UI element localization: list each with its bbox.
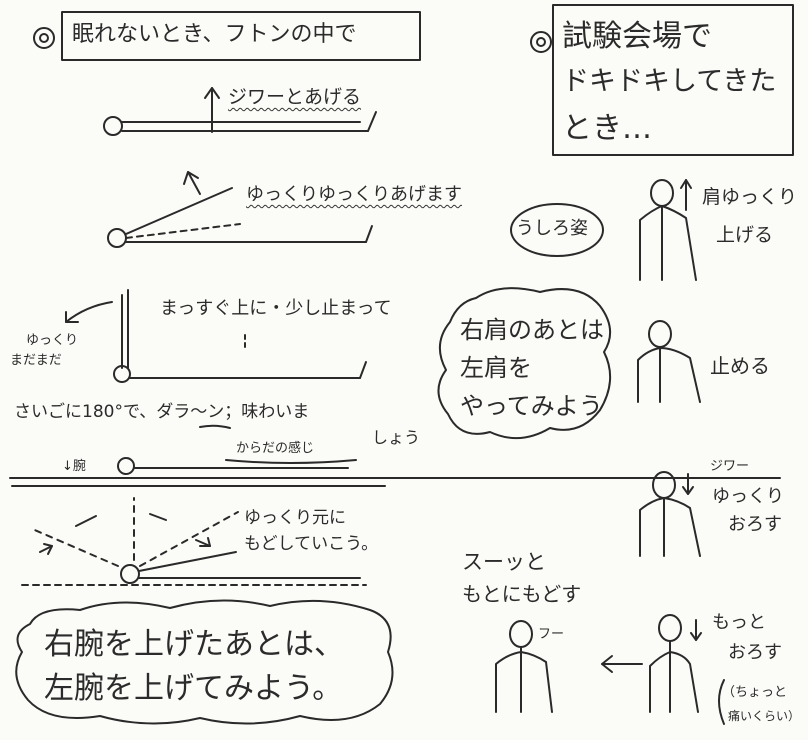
right-title-line-3: とき… bbox=[562, 111, 652, 146]
back-view-bubble bbox=[510, 203, 604, 257]
back-view-label: うしろ姿 bbox=[516, 218, 588, 239]
fig2-label: 止める bbox=[710, 354, 770, 378]
fig1-label-2: 上げる bbox=[716, 224, 774, 246]
step3-label: まっすぐ上に・少し止まって bbox=[160, 298, 392, 319]
arm-diagram-2 bbox=[107, 171, 373, 248]
step4-label: さいごに180°で、ダラ〜ン；味わいま bbox=[14, 402, 310, 422]
stick-figure-5 bbox=[649, 614, 702, 713]
step2-label: ゆっくりゆっくりあげます bbox=[246, 184, 462, 205]
arm-diagram-1 bbox=[103, 87, 377, 136]
step5-label-2: もどしていこう。 bbox=[244, 534, 379, 554]
right-cloud-line-1: 右肩のあとは bbox=[460, 316, 604, 344]
right-title-line-2: ドキドキしてきた bbox=[562, 66, 777, 97]
left-cloud-line-1: 右腕を上げたあとは、 bbox=[44, 627, 344, 662]
fig3-label-1: ジワー bbox=[710, 459, 750, 474]
stick-figure-3 bbox=[639, 471, 701, 557]
fig4-label-1: スーッと bbox=[462, 550, 546, 574]
fig4-label-2: もとにもどす bbox=[462, 582, 582, 606]
right-cloud-line-3: やってみよう bbox=[460, 392, 603, 420]
left-cloud-line-2: 左腕を上げてみよう。 bbox=[44, 671, 343, 706]
fig3-label-3: おろす bbox=[728, 514, 782, 535]
arm-label: ↓腕 bbox=[62, 459, 86, 474]
arm-diagram-5 bbox=[21, 497, 367, 586]
stick-figure-2 bbox=[637, 320, 701, 403]
fig1-label-1: 肩ゆっくり bbox=[702, 186, 798, 208]
step3-side-label-1: ゆっくり bbox=[26, 333, 79, 348]
arm-diagram-3 bbox=[65, 289, 367, 383]
right-title-line-1: 試験会場で bbox=[562, 19, 712, 54]
right-title-box bbox=[552, 4, 794, 156]
fig5-note-1: （ちょっと bbox=[722, 685, 788, 700]
step5-label-1: ゆっくり元に bbox=[244, 508, 346, 528]
right-cloud-line-2: 左肩を bbox=[460, 354, 532, 382]
arm-diagram-4 bbox=[9, 424, 781, 487]
left-cloud-outline bbox=[15, 599, 394, 725]
stick-figure-4 bbox=[495, 620, 553, 713]
fig5-note-2: 痛いくらい） bbox=[728, 709, 801, 723]
left-title-box bbox=[61, 11, 421, 61]
bullet-icon bbox=[33, 27, 55, 49]
step1-label: ジワーとあげる bbox=[228, 86, 362, 108]
step4-note: からだの感じ bbox=[236, 441, 315, 456]
fig5-label-1: もっと bbox=[712, 612, 766, 633]
right-cloud-outline bbox=[437, 287, 611, 440]
step3-side-label-2: まだまだ bbox=[10, 353, 62, 368]
left-title: 眠れないとき、フトンの中で bbox=[72, 22, 357, 47]
stick-figure-1 bbox=[639, 179, 697, 281]
fig3-label-2: ゆっくり bbox=[712, 486, 784, 507]
fig5-label-2: おろす bbox=[728, 642, 782, 663]
breath-label: フー bbox=[538, 627, 565, 642]
step4-label-2: しょう bbox=[372, 428, 421, 447]
